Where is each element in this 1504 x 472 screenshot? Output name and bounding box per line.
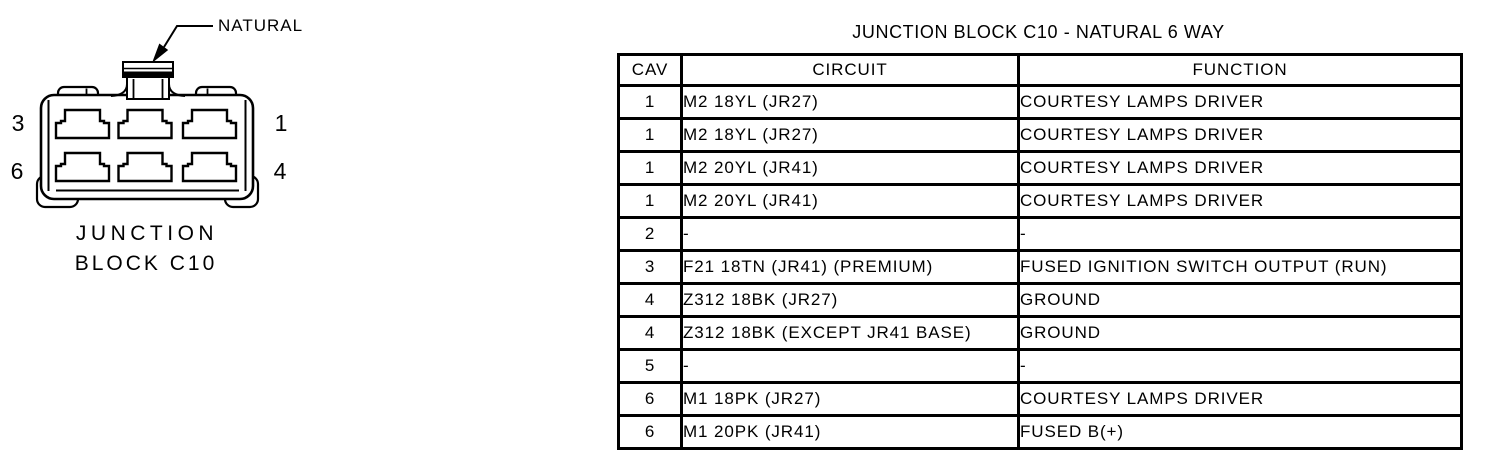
cell-cav: 6 [617,414,683,450]
cell-function: COURTESY LAMPS DRIVER [1017,117,1463,153]
cell-cav: 6 [617,381,683,417]
pin-label-1: 1 [275,110,288,136]
table-title: JUNCTION BLOCK C10 - NATURAL 6 WAY [852,22,1225,42]
pin-label-3: 3 [12,110,25,136]
connector-latch [110,61,186,100]
cell-circuit: M1 20PK (JR41) [680,414,1020,450]
cell-function: COURTESY LAMPS DRIVER [1017,84,1463,120]
cell-cav: 2 [617,216,683,252]
cell-circuit: M2 18YL (JR27) [680,84,1020,120]
connector-inner-wall [47,100,247,192]
cell-circuit: F21 18TN (JR41) (PREMIUM) [680,249,1020,285]
cell-function: FUSED B(+) [1017,414,1463,450]
column-header-circuit: CIRCUIT [680,53,1020,87]
cell-circuit: - [680,216,1020,252]
cell-cav: 1 [617,183,683,219]
cell-cav: 5 [617,348,683,384]
connector-caption-line1: JUNCTION [76,222,218,245]
column-header-function: FUNCTION [1017,53,1463,87]
cell-circuit: - [680,348,1020,384]
cell-function: - [1017,348,1463,384]
cell-function: GROUND [1017,315,1463,351]
cell-function: COURTESY LAMPS DRIVER [1017,150,1463,186]
pin-label-4: 4 [274,158,287,184]
cell-function: - [1017,216,1463,252]
cell-circuit: M1 18PK (JR27) [680,381,1020,417]
cell-cav: 1 [617,117,683,153]
cell-cav: 4 [617,315,683,351]
cell-circuit: Z312 18BK (JR27) [680,282,1020,318]
table-row: 5-- [617,348,1463,384]
connector-caption-line2: BLOCK C10 [75,252,218,275]
cell-function: COURTESY LAMPS DRIVER [1017,381,1463,417]
natural-leader-arrow [152,25,213,63]
cell-circuit: M2 20YL (JR41) [680,183,1020,219]
table-header-row: CAV CIRCUIT FUNCTION [617,53,1463,87]
cell-function: GROUND [1017,282,1463,318]
pin-label-6: 6 [11,158,24,184]
cell-cav: 1 [617,84,683,120]
cell-circuit: Z312 18BK (EXCEPT JR41 BASE) [680,315,1020,351]
cell-circuit: M2 18YL (JR27) [680,117,1020,153]
terminal-cavities [54,108,238,183]
connector-color-label: NATURAL [218,16,303,35]
cell-function: FUSED IGNITION SWITCH OUTPUT (RUN) [1017,249,1463,285]
cell-function: COURTESY LAMPS DRIVER [1017,183,1463,219]
cell-circuit: M2 20YL (JR41) [680,150,1020,186]
connector-ear-ticks [85,88,209,95]
cell-cav: 1 [617,150,683,186]
connector-diagram: NATURAL 3 1 6 4 JUNCTION BLOCK C10 [11,16,303,275]
cell-cav: 4 [617,282,683,318]
cell-cav: 3 [617,249,683,285]
table-row: 2-- [617,216,1463,252]
column-header-cav: CAV [617,53,683,87]
